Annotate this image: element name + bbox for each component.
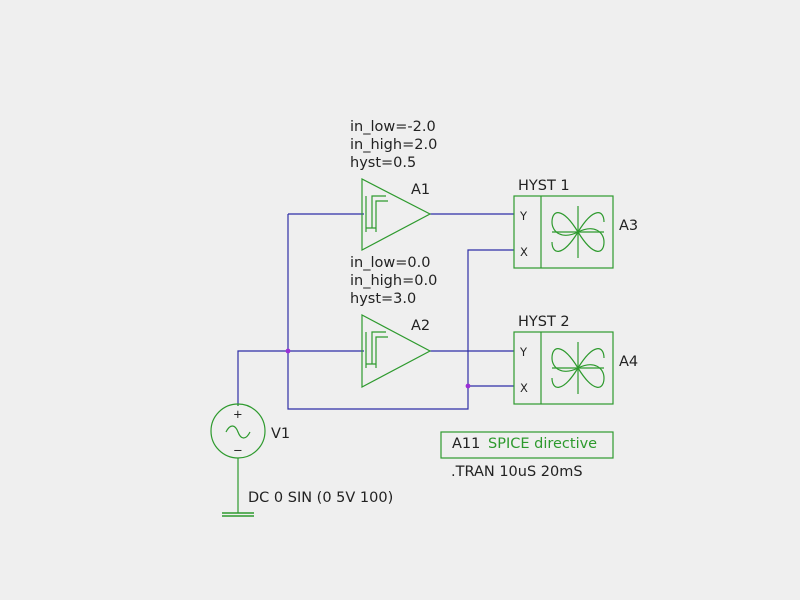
component-hyst1[interactable]: HYST 1 Y X A3: [513, 178, 638, 269]
component-a2[interactable]: in_low=0.0 in_high=0.0 hyst=3.0 A2: [350, 255, 437, 388]
pin-y-label: Y: [519, 209, 528, 223]
hyst2-title: HYST 2: [518, 314, 570, 330]
hysteresis-icon: [365, 195, 388, 232]
a2-param: in_high=0.0: [350, 273, 437, 289]
ground-icon: [222, 512, 254, 517]
a1-param: hyst=0.5: [350, 155, 416, 171]
xy-plot-box: [513, 195, 614, 269]
junction-dot: [285, 348, 291, 354]
spice-directive[interactable]: A11 SPICE directive .TRAN 10uS 20mS: [440, 431, 614, 480]
hysteresis-loop-icon: [551, 342, 605, 394]
xy-plot-box: [513, 331, 614, 405]
wires: [237, 213, 514, 410]
hyst2-label: A4: [619, 354, 638, 370]
hyst1-label: A3: [619, 218, 638, 234]
pin-y-label: Y: [519, 345, 528, 359]
component-hyst2[interactable]: HYST 2 Y X A4: [513, 314, 638, 405]
wire-input-spine[interactable]: [287, 214, 514, 410]
hyst1-title: HYST 1: [518, 178, 570, 194]
comparator-triangle: [361, 314, 432, 388]
minus-sign: −: [233, 443, 243, 457]
directive-ref: A11: [452, 436, 480, 452]
wire-v1-top[interactable]: [237, 350, 288, 406]
plus-sign: +: [233, 407, 243, 421]
a2-param: in_low=0.0: [350, 255, 430, 271]
v1-value: DC 0 SIN (0 5V 100): [248, 490, 393, 506]
a1-label: A1: [411, 182, 430, 198]
hysteresis-loop-icon: [551, 206, 605, 258]
pin-x-label: X: [520, 245, 528, 259]
hysteresis-icon: [365, 331, 388, 368]
directive-title: SPICE directive: [488, 436, 597, 452]
a1-param: in_high=2.0: [350, 137, 437, 153]
a2-param: hyst=3.0: [350, 291, 416, 307]
v1-label: V1: [271, 426, 290, 442]
comparator-triangle: [361, 178, 432, 251]
component-a1[interactable]: in_low=-2.0 in_high=2.0 hyst=0.5 A1: [350, 119, 437, 251]
component-v1[interactable]: + − V1 DC 0 SIN (0 5V 100): [210, 403, 393, 513]
sine-wave-icon: [225, 425, 251, 439]
directive-command: .TRAN 10uS 20mS: [451, 464, 583, 480]
directive-box: [440, 431, 614, 459]
a2-label: A2: [411, 318, 430, 334]
a1-param: in_low=-2.0: [350, 119, 436, 135]
pin-x-label: X: [520, 381, 528, 395]
junction-dot: [465, 383, 471, 389]
